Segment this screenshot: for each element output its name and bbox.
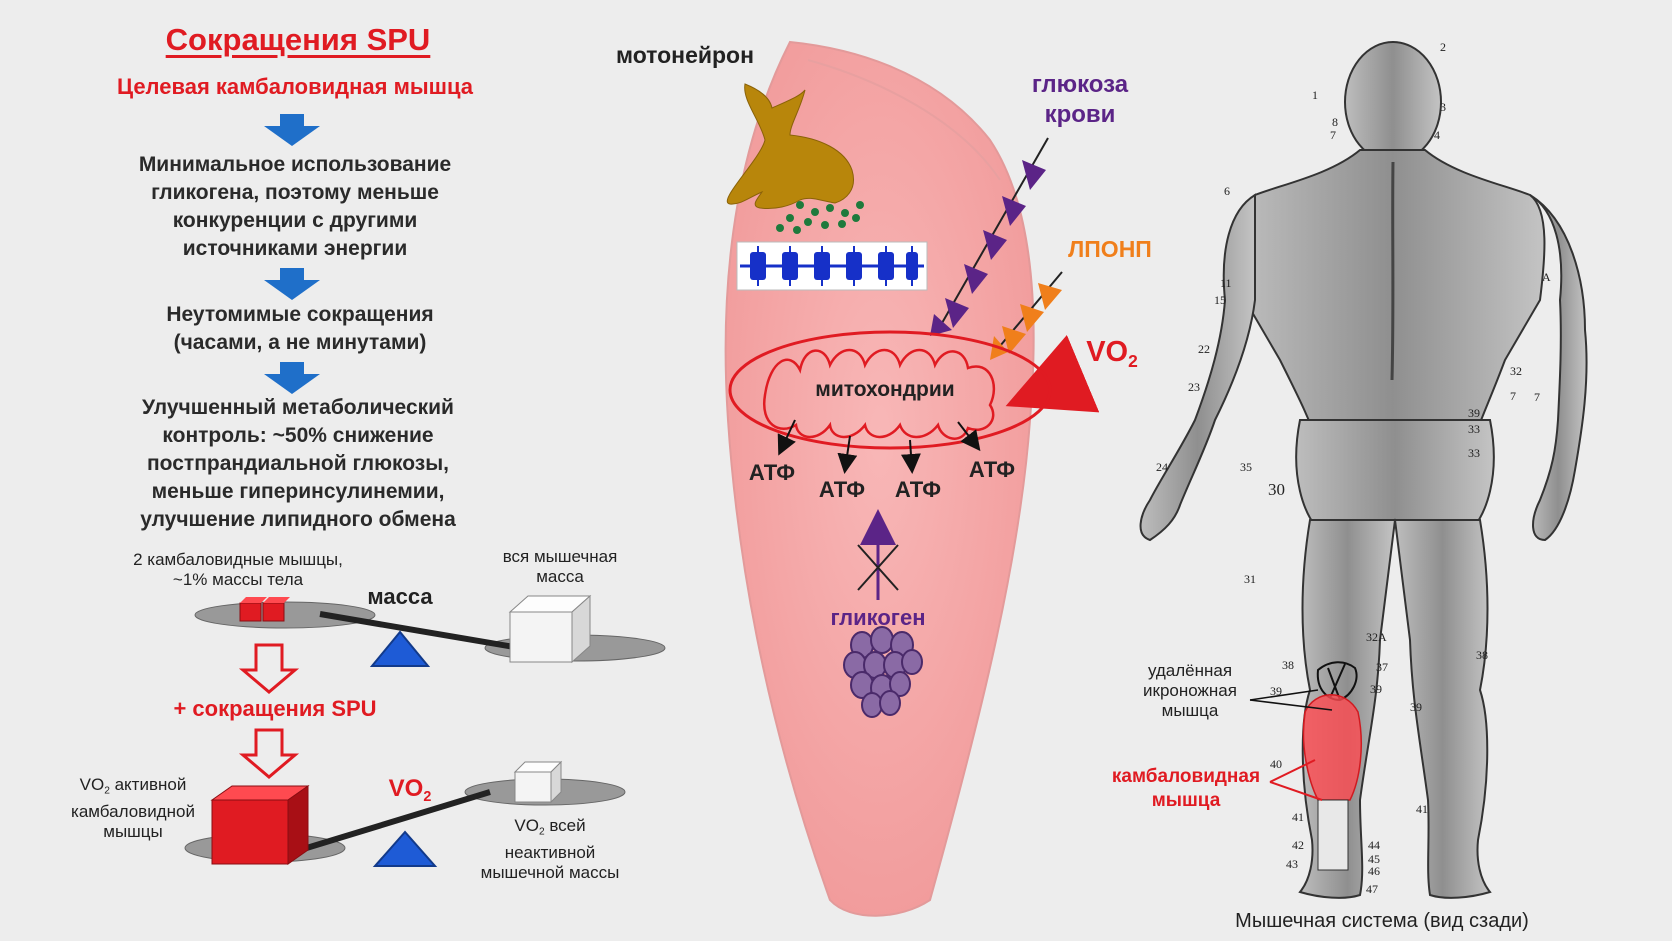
- step-2-text: Неутомимые сокращения (часами, а не мину…: [166, 303, 434, 354]
- anat-num: 39: [1270, 684, 1282, 698]
- glucose-arrow: [930, 137, 1049, 336]
- hollow-arrow-2: [238, 728, 300, 779]
- glycogen-label: гликоген: [830, 605, 926, 630]
- anat-num: 39: [1468, 406, 1480, 420]
- anat-num: 8: [1332, 115, 1338, 129]
- achilles-tendon: [1317, 799, 1349, 871]
- fulcrum-bottom-icon: [372, 830, 438, 867]
- mitochondrion-icon: [728, 330, 1052, 450]
- vo2-right-sub: 2: [538, 826, 545, 838]
- anat-num: 11: [1220, 276, 1232, 290]
- step-3-text: Улучшенный метаболический контроль: ~50%…: [140, 396, 456, 531]
- anat-num: 41: [1416, 802, 1428, 816]
- balance-bottom-left-label: VO2 активной камбаловидной мышцы: [58, 775, 208, 842]
- anat-num: 3: [1440, 100, 1446, 114]
- anat-num: 33: [1468, 446, 1480, 460]
- vo2-left-main: VO: [79, 775, 105, 794]
- vo2-right-main: VO: [514, 816, 539, 835]
- vo2-fibre-main: VO: [1086, 336, 1129, 368]
- glycogen-cluster-icon: [843, 626, 923, 718]
- anat-num: 47: [1366, 882, 1378, 896]
- anat-num: 45: [1368, 852, 1380, 866]
- balance-top: [194, 594, 666, 667]
- balance-bottom-center-label: VO2: [375, 775, 445, 805]
- fulcrum-top-icon: [369, 630, 431, 667]
- anat-num: 24: [1156, 460, 1168, 474]
- vo2-center-sub: 2: [423, 789, 432, 806]
- atp-arrows: [777, 419, 981, 474]
- anat-num: 44: [1368, 838, 1380, 852]
- vo2-left-rest: активной камбаловидной мышцы: [71, 775, 195, 841]
- anat-num: 39: [1410, 700, 1422, 714]
- anat-num: 37: [1376, 660, 1388, 674]
- atp-label-2: АТФ: [818, 477, 866, 502]
- atp-label-4: АТФ: [968, 457, 1016, 482]
- atp-label-1: АТФ: [748, 460, 796, 485]
- blue-down-arrow-1: [264, 114, 320, 146]
- glucose-label: глюкоза крови: [1031, 71, 1129, 128]
- anat-num: 39: [1370, 682, 1382, 696]
- soleus-highlight: [1302, 694, 1362, 801]
- vo2-fibre-sub: 2: [1128, 351, 1138, 372]
- callout-lines: [1249, 689, 1333, 801]
- hollow-arrow-1: [238, 643, 300, 694]
- anat-num: 46: [1368, 864, 1380, 878]
- vo2-arrow: [1005, 334, 1100, 413]
- anat-num: 4: [1434, 128, 1440, 142]
- anat-num: 15: [1214, 293, 1226, 307]
- anat-num: 31: [1244, 572, 1256, 586]
- soleus-label: камбаловидная мышца: [1111, 766, 1261, 811]
- anat-num: 22: [1198, 342, 1210, 356]
- anat-num: A: [1542, 270, 1551, 284]
- glycogen-blocked-arrow: [857, 509, 899, 600]
- anat-num: 23: [1188, 380, 1200, 394]
- sarcomere-icon: [736, 241, 928, 291]
- anat-num: 32A: [1366, 630, 1387, 644]
- anat-num: 7: [1330, 128, 1336, 142]
- step-1-text: Минимальное использование гликогена, поэ…: [138, 153, 452, 260]
- anat-num: 42: [1292, 838, 1304, 852]
- anat-num: 43: [1286, 857, 1298, 871]
- balance-top-left-label: 2 камбаловидные мышцы, ~1% массы тела: [133, 550, 343, 589]
- anat-num: 40: [1270, 757, 1282, 771]
- anat-num: 6: [1224, 184, 1230, 198]
- anat-num: 35: [1240, 460, 1252, 474]
- balance-top-center-label: масса: [367, 584, 433, 609]
- removed-calf-outline: [1316, 661, 1358, 702]
- vo2-left-sub: 2: [104, 785, 110, 797]
- lponp-label: ЛПОНП: [1068, 236, 1152, 262]
- anatomy-caption: Мышечная система (вид сзади): [1235, 910, 1529, 932]
- vo2-center-main: VO: [388, 775, 424, 802]
- mitochondria-label: митохондрии: [815, 378, 955, 401]
- blue-down-arrow-2: [264, 268, 320, 300]
- anat-num: 7: [1534, 390, 1540, 404]
- anat-num: 38: [1476, 648, 1488, 662]
- vo2-center-label: VO2: [1072, 336, 1152, 372]
- anat-num: 2: [1440, 40, 1446, 54]
- left-title: Сокращения SPU: [165, 22, 431, 57]
- removed-calf-label: удалённая икроножная мышца: [1143, 661, 1237, 720]
- anat-num: 7: [1510, 389, 1516, 403]
- anat-num: 41: [1292, 810, 1304, 824]
- motoneuron-label: мотонейрон: [615, 42, 754, 68]
- balance-bottom-right-label: VO2 всей неактивной мышечной массы: [470, 816, 630, 883]
- plus-spu-label: + сокращения SPU: [173, 696, 377, 721]
- balance-bottom: [184, 760, 626, 867]
- balance-top-right-label: вся мышечная масса: [502, 547, 618, 586]
- anat-num: 30: [1268, 480, 1285, 499]
- anat-num: 1: [1312, 88, 1318, 102]
- spine-line: [1390, 161, 1395, 381]
- anat-num: 32: [1510, 364, 1522, 378]
- motoneuron-icon: [726, 83, 864, 234]
- anat-num: 38: [1282, 658, 1294, 672]
- atp-label-3: АТФ: [894, 477, 942, 502]
- anat-num: 33: [1468, 422, 1480, 436]
- left-subtitle: Целевая камбаловидная мышца: [116, 74, 473, 99]
- blue-down-arrow-3: [264, 362, 320, 394]
- vo2-right-rest: всей неактивной мышечной массы: [480, 816, 620, 882]
